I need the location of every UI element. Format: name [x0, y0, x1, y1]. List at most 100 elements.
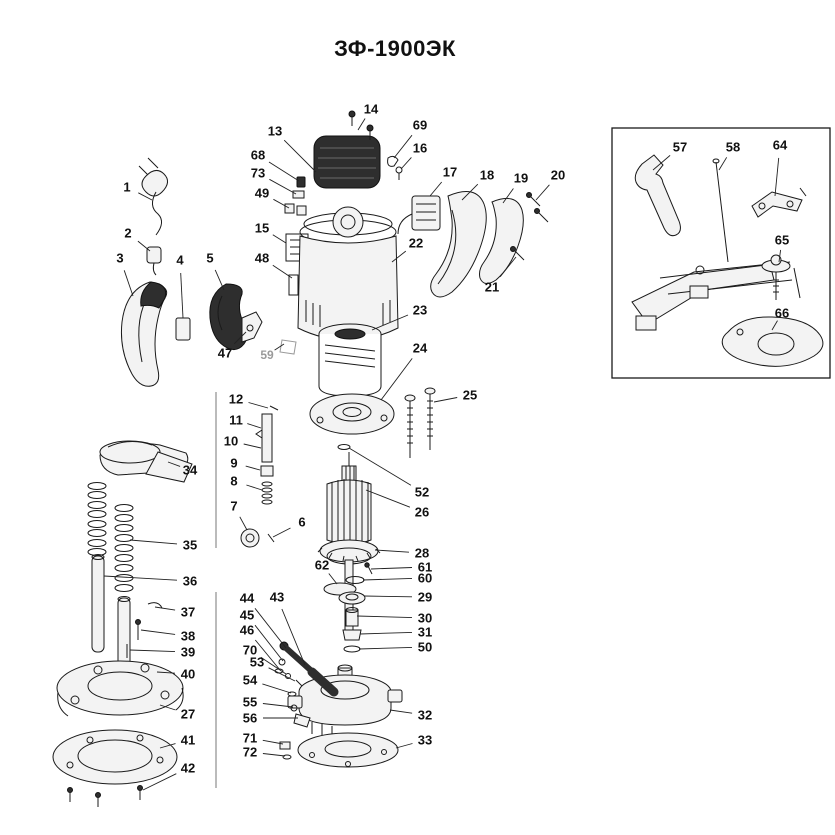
leader-line-64: [774, 157, 780, 197]
leader-line-71: [262, 739, 284, 745]
leader-line-6: [272, 527, 291, 538]
leader-line-73: [269, 178, 297, 195]
leader-line-43: [281, 608, 306, 666]
leader-line-7: [239, 516, 248, 531]
leader-line-34: [167, 461, 181, 467]
leader-line-40: [156, 671, 176, 674]
circle-guide: [721, 316, 824, 367]
long-screws: [404, 387, 436, 458]
leader-line-32: [389, 709, 413, 714]
left-handle: [121, 281, 168, 387]
leader-line-69: [393, 134, 413, 159]
motor-top-cap: [313, 135, 381, 189]
leader-line-17: [429, 181, 443, 197]
leader-line-18: [461, 183, 479, 201]
leader-line-20: [535, 184, 550, 201]
leader-line-52: [348, 447, 412, 486]
leader-line-30: [356, 615, 413, 619]
leader-line-68: [268, 161, 300, 182]
leader-line-26: [365, 489, 411, 508]
leader-line-50: [358, 646, 413, 650]
small-fasteners-left: [126, 602, 163, 658]
leader-line-1: [138, 192, 153, 201]
switch-lever: [175, 283, 248, 350]
armature: [326, 452, 372, 545]
capacitor: [146, 246, 162, 276]
leader-line-33: [395, 743, 413, 749]
leader-line-24: [380, 358, 413, 401]
leader-line-48: [272, 264, 293, 279]
plunge-base-housing: [56, 660, 184, 717]
leader-line-12: [248, 402, 269, 409]
leader-line-44: [254, 608, 287, 649]
sole-screws: [67, 785, 143, 807]
leader-line-8: [246, 484, 263, 491]
angle-bracket: [751, 187, 807, 218]
leader-line-23: [371, 314, 409, 331]
leader-line-61: [370, 567, 413, 570]
leader-line-35: [129, 539, 178, 545]
leader-line-2: [137, 240, 151, 252]
leader-line-31: [359, 631, 413, 635]
leader-line-14: [357, 118, 366, 131]
leader-line-62: [328, 573, 338, 585]
leader-line-47: [233, 331, 247, 345]
leader-line-45: [254, 624, 284, 662]
leader-line-72: [262, 753, 286, 757]
leader-line-58: [718, 157, 728, 171]
leader-line-57: [652, 155, 671, 171]
leader-line-36: [103, 575, 178, 581]
handle-back-half: [479, 197, 524, 284]
leader-line-5: [214, 269, 225, 291]
motor-housing: [297, 206, 399, 341]
wing-bolt: [761, 254, 801, 300]
label-plate: [279, 339, 297, 355]
wire-clip: [387, 155, 399, 167]
leader-line-49: [273, 198, 290, 209]
leader-line-21: [499, 256, 517, 278]
leader-line-19: [502, 188, 514, 204]
clamp-bracket: [241, 311, 263, 343]
leader-line-16: [400, 157, 412, 170]
leader-line-59: [274, 343, 285, 351]
leader-line-28: [374, 549, 410, 553]
bearing-flange: [309, 393, 395, 435]
shaft-stack: [323, 562, 373, 653]
handle-screws: [510, 192, 549, 261]
leader-line-41: [159, 743, 176, 749]
depth-stop-rod: [240, 405, 279, 548]
leader-line-13: [283, 139, 317, 173]
leader-line-3: [123, 270, 134, 297]
plunge-springs: [87, 482, 134, 592]
leader-line-25: [433, 397, 458, 403]
leader-line-55: [262, 703, 294, 708]
leader-line-22: [391, 250, 407, 263]
page-title: ЗФ-1900ЭК: [334, 36, 456, 61]
wrench: [634, 154, 681, 237]
terminal-screw: [395, 166, 403, 180]
leader-line-39: [129, 649, 176, 653]
leader-line-9: [245, 465, 261, 471]
leader-line-66: [771, 320, 778, 331]
leader-line-60: [362, 577, 413, 581]
leader-line-4: [180, 272, 184, 319]
cap-screws: [348, 110, 374, 140]
power-plug: [138, 157, 168, 236]
handle-front-half: [430, 191, 487, 298]
stator: [318, 323, 382, 397]
leader-line-42: [142, 773, 177, 791]
accessories-inset: [611, 127, 831, 379]
leader-line-10: [243, 443, 262, 449]
leader-line-29: [363, 595, 413, 598]
leader-line-53: [268, 667, 296, 682]
leader-line-15: [272, 234, 287, 244]
leader-line-11: [247, 423, 262, 429]
leader-line-38: [140, 629, 176, 635]
leader-lines: [103, 118, 782, 791]
leader-line-37: [154, 606, 176, 611]
base-sole-plate: [52, 729, 178, 785]
leader-line-65: [778, 249, 782, 263]
leader-line-46: [254, 639, 281, 671]
